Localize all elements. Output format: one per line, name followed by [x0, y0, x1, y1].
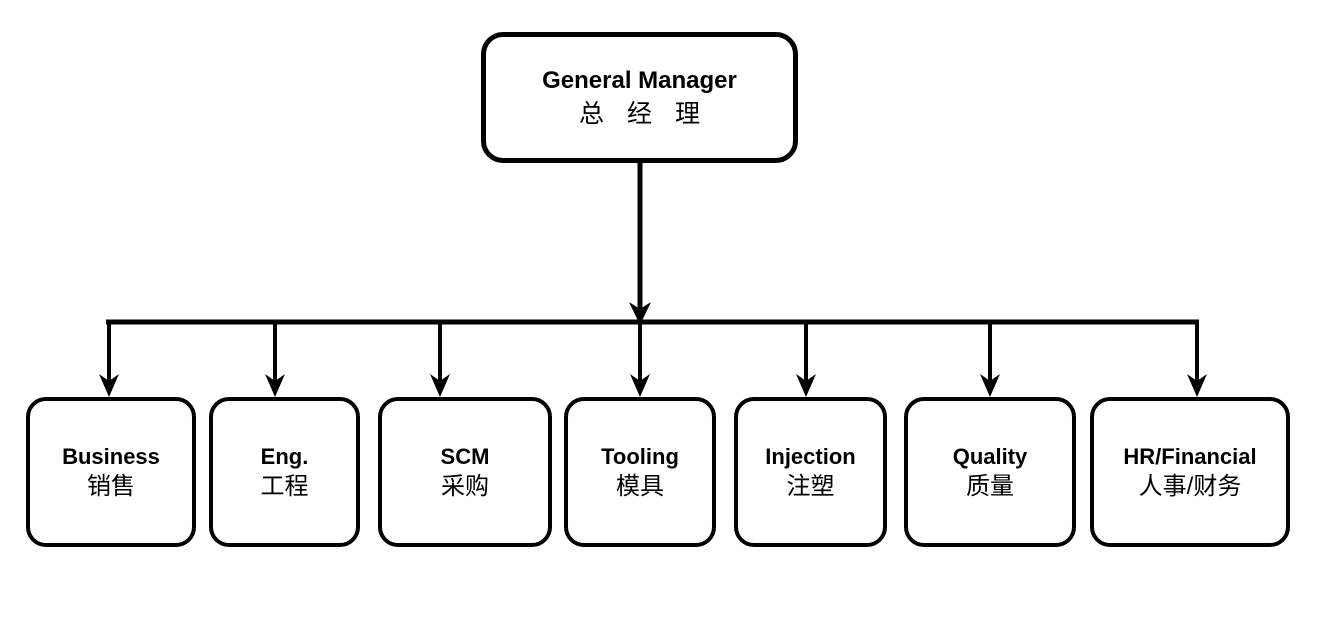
node-quality-title-zh: 质量 — [966, 472, 1014, 500]
node-scm-title-zh: 采购 — [441, 472, 489, 500]
node-scm[interactable]: SCM 采购 — [378, 397, 552, 547]
arrowhead-engineering — [265, 374, 285, 397]
node-tooling-title-zh: 模具 — [616, 472, 664, 500]
arrowhead-quality — [980, 374, 1000, 397]
node-business[interactable]: Business 销售 — [26, 397, 196, 547]
node-quality-title-en: Quality — [952, 443, 1028, 469]
node-engineering-title-en: Eng. — [260, 443, 309, 469]
node-injection[interactable]: Injection 注塑 — [734, 397, 887, 547]
node-tooling[interactable]: Tooling 模具 — [564, 397, 716, 547]
node-hr-financial[interactable]: HR/Financial 人事/财务 — [1090, 397, 1290, 547]
node-general-manager-title-zh: 总 经 理 — [579, 99, 708, 128]
node-tooling-title-en: Tooling — [601, 443, 679, 469]
arrowhead-business — [99, 374, 119, 397]
node-quality[interactable]: Quality 质量 — [904, 397, 1076, 547]
node-injection-title-zh: 注塑 — [786, 472, 835, 500]
node-engineering[interactable]: Eng. 工程 — [209, 397, 360, 547]
node-engineering-title-zh: 工程 — [260, 472, 309, 500]
node-business-title-en: Business — [62, 443, 160, 469]
node-hr-financial-title-en: HR/Financial — [1123, 443, 1257, 469]
node-scm-title-en: SCM — [440, 443, 490, 469]
node-business-title-zh: 销售 — [87, 472, 135, 500]
arrowhead-tooling — [630, 374, 650, 397]
node-injection-title-en: Injection — [765, 443, 856, 469]
arrowhead-scm — [430, 374, 450, 397]
node-hr-financial-title-zh: 人事/财务 — [1138, 472, 1242, 500]
node-general-manager[interactable]: General Manager 总 经 理 — [481, 32, 798, 163]
node-general-manager-title-en: General Manager — [542, 66, 737, 94]
arrowhead-gm-to-bus — [629, 302, 651, 325]
arrowhead-hr-financial — [1187, 374, 1207, 397]
arrowhead-injection — [796, 374, 816, 397]
